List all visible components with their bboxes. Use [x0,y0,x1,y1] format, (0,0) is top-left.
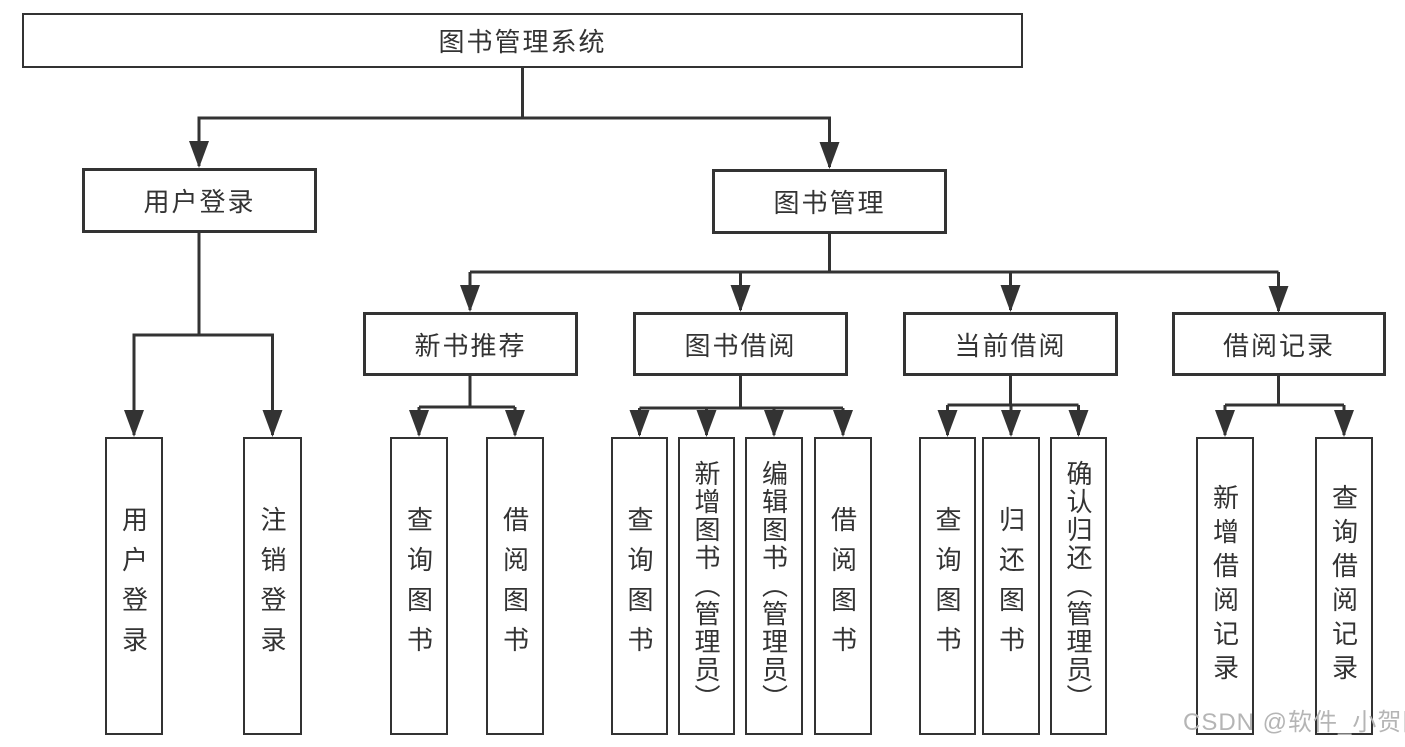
node-label: 编辑图书（管理员） [758,460,789,712]
connector-new-book-recommend-bus [419,376,515,409]
connector-root-to-book-management [522,116,840,169]
node-leaf-borrow-book-2: 借阅图书 [814,437,872,735]
node-label: 新增借阅记录 [1209,484,1240,688]
node-leaf-confirm-return-admin: 确认归还（管理员） [1050,437,1107,735]
node-label: 图书管理 [773,188,886,218]
node-label: 查询图书 [624,506,654,666]
connector-root-to-user-login [189,68,524,168]
connector-to-leaf-logout [199,333,283,437]
connector-borrow-records-bus [1225,376,1344,407]
node-leaf-return-book: 归还图书 [982,437,1040,735]
node-leaf-query-book-2: 查询图书 [611,437,668,735]
node-label: 归还图书 [995,506,1026,666]
connector-current-borrow-bus [947,375,1079,407]
node-leaf-query-book-1: 查询图书 [390,437,448,735]
node-new-book-recommend: 新书推荐 [363,312,578,376]
node-leaf-add-borrow-record: 新增借阅记录 [1196,437,1254,735]
node-borrow-records: 借阅记录 [1172,312,1386,376]
node-label: 用户登录 [118,506,149,666]
csdn-watermark: CSDN @软件_小贺同学 [1183,709,1405,736]
node-label: 图书借阅 [684,330,797,361]
node-book-management-module: 图书管理 [712,169,947,234]
connector-to-leaf-user-login [124,333,199,437]
node-label: 查询图书 [403,506,434,666]
node-label: 图书管理系统 [438,27,607,57]
node-label: 确认归还（管理员） [1063,460,1093,712]
node-leaf-logout: 注销登录 [243,437,302,735]
node-label: 当前借阅 [954,330,1067,361]
node-user-login-module: 用户登录 [82,168,317,233]
node-library-management-system: 图书管理系统 [22,13,1023,68]
node-label: 借阅图书 [827,506,858,666]
node-leaf-user-login: 用户登录 [105,437,163,735]
node-leaf-add-book-admin: 新增图书（管理员） [678,437,735,735]
node-leaf-query-borrow-record: 查询借阅记录 [1315,437,1373,735]
node-label: 查询借阅记录 [1328,484,1359,688]
node-label: 注销登录 [257,506,287,666]
node-label: 用户登录 [143,187,256,217]
node-label: 借阅图书 [499,506,530,666]
node-label: 新增图书（管理员） [691,460,721,712]
node-leaf-borrow-book-1: 借阅图书 [486,437,544,735]
node-leaf-query-book-3: 查询图书 [919,437,976,735]
node-label: 新书推荐 [414,330,527,361]
node-label: 查询图书 [932,506,962,666]
node-leaf-edit-book-admin: 编辑图书（管理员） [745,437,803,735]
node-book-borrow: 图书借阅 [633,312,848,376]
node-current-borrow: 当前借阅 [903,312,1118,376]
node-label: 借阅记录 [1222,330,1335,361]
connector-book-borrow-bus [639,376,843,410]
